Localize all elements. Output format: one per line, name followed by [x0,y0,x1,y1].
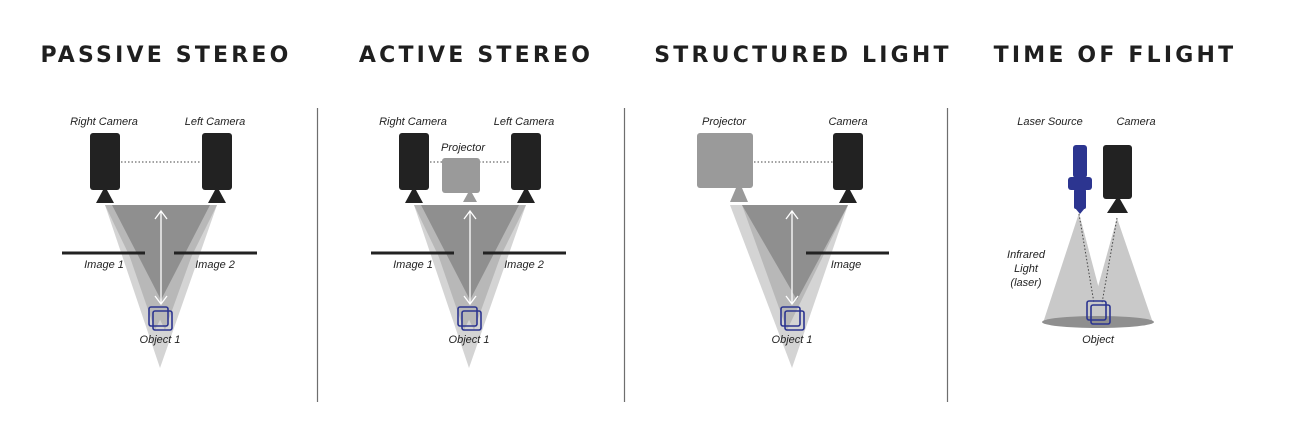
label-left-camera: Left Camera [185,116,246,128]
camera [1103,145,1132,199]
depth-arrow-head-bottom [154,295,168,306]
object-cube-icon [1086,300,1111,325]
panel-structured-light: Projector Camera Image Object 1 [697,116,889,368]
label-infrared-line-2: Light [1014,263,1039,275]
left-camera [511,133,541,190]
label-object: Object 1 [140,334,181,346]
label-infrared-line-3: (laser) [1010,277,1042,289]
label-image-1: Image 1 [393,259,433,271]
depth-arrow-head-top [463,209,477,220]
depth-arrow-head-top [785,209,799,220]
label-camera: Camera [1116,116,1155,128]
depth-arrow-head-bottom [785,295,799,306]
panel-title-time-of-flight: TIME OF FLIGHT [994,43,1237,68]
camera-cone [1088,218,1153,323]
label-right-camera: Right Camera [70,116,138,128]
camera [833,133,863,190]
projector [442,158,480,193]
panel-active-stereo: Right Camera Left Camera Projector Image… [371,116,566,368]
label-image-2: Image 2 [504,259,544,271]
left-camera-lens [517,190,535,203]
object-shadow [1042,316,1154,328]
panel-time-of-flight: Laser Source Camera Infrared Light (lase… [1007,116,1156,346]
projector [697,133,753,188]
depth-arrow-head-bottom [463,295,477,306]
object-cube-icon [457,306,482,331]
label-object: Object 1 [449,334,490,346]
right-camera-lens [96,190,114,203]
laser-cone [1043,213,1108,323]
label-infrared-line-1: Infrared [1007,249,1046,261]
object-cube-icon [780,306,805,331]
depth-arrow-head-top [154,209,168,220]
label-laser-source: Laser Source [1017,116,1082,128]
right-camera [90,133,120,190]
panel-title-passive-stereo: PASSIVE STEREO [40,43,291,68]
right-camera-lens [405,190,423,203]
camera-lens [839,190,857,203]
right-camera [399,133,429,190]
label-object: Object 1 [772,334,813,346]
object-cube-icon [148,306,173,331]
laser-path-dotted [1078,213,1095,304]
left-camera-lens [208,190,226,203]
label-image: Image [831,259,862,271]
camera-lens [1107,199,1128,213]
label-object: Object [1082,334,1115,346]
projector-lens [730,188,748,202]
panel-passive-stereo: Right Camera Left Camera Image 1 Image 2… [62,116,257,368]
label-image-1: Image 1 [84,259,124,271]
label-camera: Camera [828,116,867,128]
left-camera [202,133,232,190]
laser-source [1068,145,1092,214]
return-path-dotted [1101,217,1118,304]
label-right-camera: Right Camera [379,116,447,128]
label-projector: Projector [441,142,486,154]
label-left-camera: Left Camera [494,116,555,128]
panel-title-active-stereo: ACTIVE STEREO [359,43,593,68]
panel-title-structured-light: STRUCTURED LIGHT [654,43,951,68]
label-projector: Projector [702,116,747,128]
view-cone-overlap [742,205,848,300]
label-image-2: Image 2 [195,259,235,271]
projector-lens [463,193,477,202]
